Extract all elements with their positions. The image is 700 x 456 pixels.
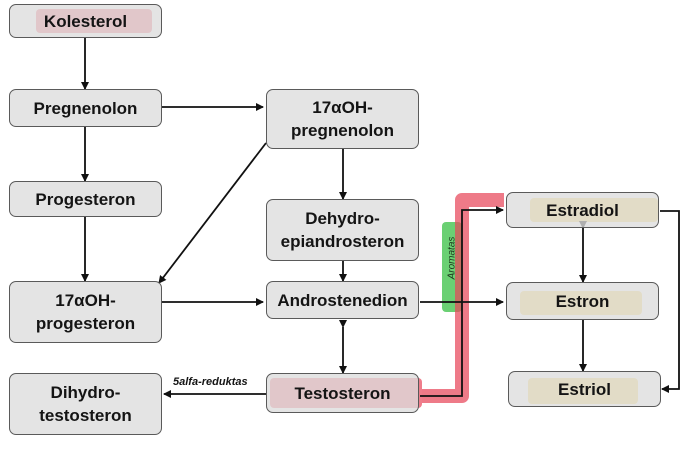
progesteron-label: Progesteron: [35, 189, 136, 209]
node-dhea: Dehydro- epiandrosteron: [266, 199, 419, 261]
node-estron: Estron: [506, 282, 659, 320]
node-kolesterol: Kolesterol: [9, 4, 162, 38]
node-17oh-pregnenolon: 17αOH- pregnenolon: [266, 89, 419, 149]
17oh-progesteron-line2: progesteron: [35, 314, 136, 333]
dihydrotestosteron-line2: testosteron: [39, 406, 132, 425]
node-estriol: Estriol: [508, 371, 661, 407]
enzyme-aromatas: Aromatas: [446, 236, 458, 280]
node-pregnenolon: Pregnenolon: [9, 89, 162, 127]
androstenedion-label: Androstenedion: [277, 290, 408, 310]
arrow-17ohpregnenolon-17ohprogesteron: [158, 142, 267, 284]
enzyme-5alfa-reduktas: 5alfa-reduktas: [173, 376, 248, 388]
node-androstenedion: Androstenedion: [266, 281, 419, 319]
estriol-label: Estriol: [558, 379, 611, 399]
17oh-progesteron-line1: 17αOH-: [55, 291, 116, 310]
node-testosteron: Testosteron: [266, 373, 419, 413]
aromatas-red-marker: [422, 193, 504, 403]
estradiol-label: Estradiol: [546, 200, 619, 220]
17oh-pregnenolon-line1: 17αOH-: [312, 98, 373, 117]
dhea-line2: epiandrosteron: [280, 232, 405, 251]
node-estradiol: Estradiol: [506, 192, 659, 228]
pregnenolon-label: Pregnenolon: [33, 98, 138, 118]
kolesterol-label: Kolesterol: [43, 11, 128, 31]
arrow-estradiol-estriol: [660, 210, 680, 393]
node-17oh-progesteron: 17αOH- progesteron: [9, 281, 162, 343]
estron-label: Estron: [555, 291, 610, 311]
node-progesteron: Progesteron: [9, 181, 162, 217]
testosteron-label: Testosteron: [294, 383, 391, 403]
dhea-line1: Dehydro-: [305, 209, 380, 228]
node-dihydrotestosteron: Dihydro- testosteron: [9, 373, 162, 435]
17oh-pregnenolon-line2: pregnenolon: [291, 121, 394, 140]
dihydrotestosteron-line1: Dihydro-: [50, 383, 121, 402]
